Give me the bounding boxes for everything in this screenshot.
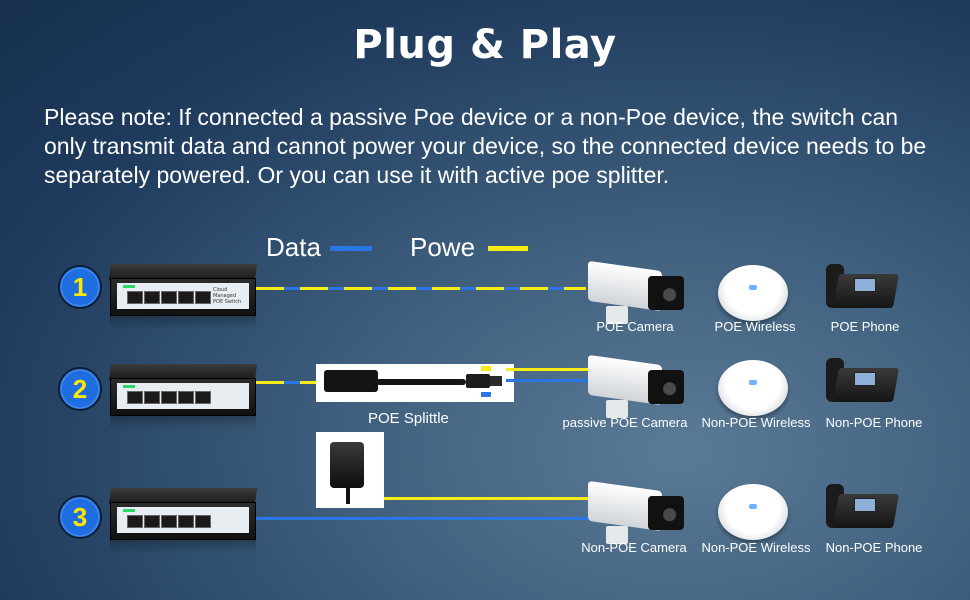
switch-brand-line-2: POE Switch: [213, 299, 242, 305]
poe-phone: [826, 264, 899, 310]
non-poe-wireless-ap: [718, 360, 788, 416]
non-poe-phone-3: [826, 484, 899, 530]
power-adapter: [316, 432, 384, 508]
device-label-poe-wireless: POE Wireless: [714, 319, 796, 334]
switch-brand-line-1: Cloud Managed: [213, 287, 237, 299]
device-label-passive-poe-camera: passive POE Camera: [562, 415, 688, 430]
switch-reflection: [110, 316, 256, 330]
device-label-non-poe-wireless-3: Non-POE Wireless: [701, 540, 811, 555]
row-2-power-line: [506, 368, 590, 371]
poe-splitter: [316, 364, 514, 402]
device-label-non-poe-phone: Non-POE Phone: [825, 415, 923, 430]
poe-wireless-ap: [718, 265, 788, 321]
device-label-poe-camera: POE Camera: [596, 319, 674, 334]
row-3-power-line: [384, 497, 590, 500]
legend-power-swatch: [488, 246, 528, 251]
row-2-cable-in: [256, 381, 318, 384]
switch-reflection: [110, 540, 256, 554]
passive-poe-camera: [588, 354, 688, 426]
row-2-data-line: [506, 379, 590, 382]
legend-power-label: Powe: [410, 232, 476, 262]
device-label-non-poe-camera: Non-POE Camera: [581, 540, 687, 555]
page-title: Plug & Play: [353, 22, 617, 68]
non-poe-camera: [588, 480, 688, 552]
row-2-badge: 2: [58, 367, 102, 411]
legend-data-label: Data: [266, 232, 321, 262]
note-text: Please note: If connected a passive Poe …: [44, 104, 927, 188]
row-3-data-line: [256, 517, 590, 520]
poe-camera: [588, 260, 688, 332]
device-label-poe-phone: POE Phone: [830, 319, 900, 334]
non-poe-wireless-ap-3: [718, 484, 788, 540]
non-poe-phone: [826, 358, 899, 404]
row-1-badge: 1: [58, 265, 102, 309]
switch-reflection: [110, 416, 256, 430]
legend-data-swatch: [330, 246, 372, 251]
device-label-non-poe-phone-3: Non-POE Phone: [825, 540, 923, 555]
row-3-switch: [108, 488, 258, 540]
row-1-cable: [256, 287, 586, 290]
row-3-badge: 3: [58, 495, 102, 539]
device-label-non-poe-wireless: Non-POE Wireless: [701, 415, 811, 430]
poe-splitter-label: POE Splittle: [368, 410, 449, 427]
row-2-switch: [108, 364, 258, 416]
